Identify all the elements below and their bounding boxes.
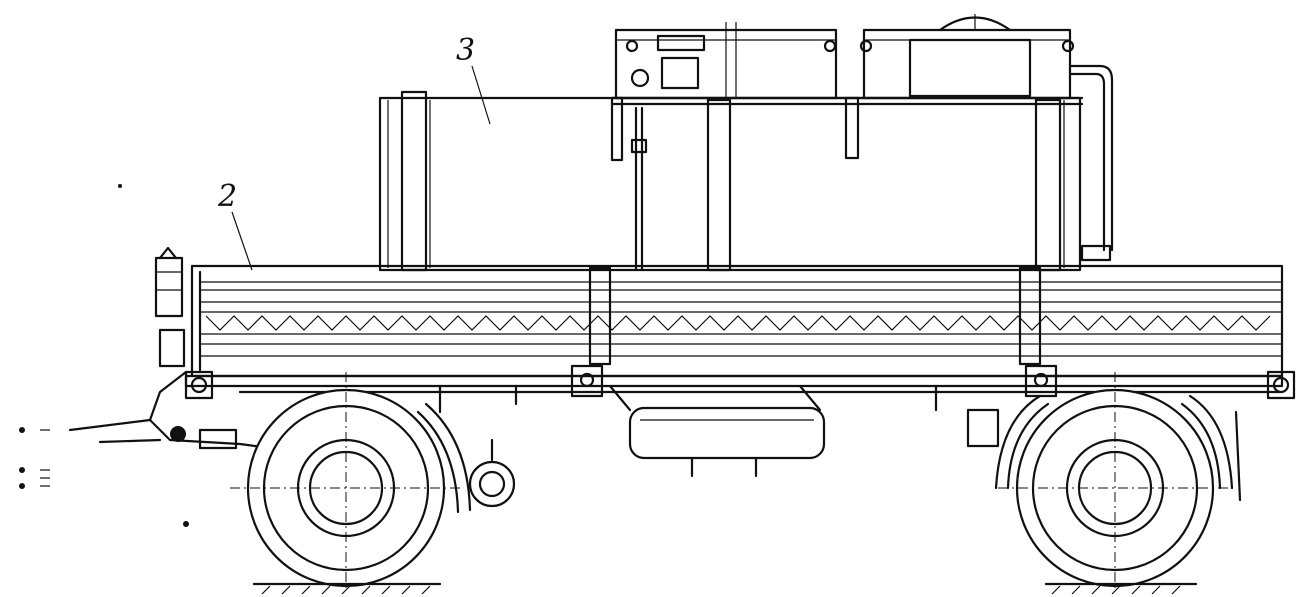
front-wheel <box>230 372 516 590</box>
callout-3: 3 <box>456 33 491 125</box>
callout-2: 2 <box>217 179 253 271</box>
tank <box>378 90 1082 272</box>
under-tank <box>608 384 826 478</box>
front-lights <box>154 246 186 368</box>
drawbar <box>19 184 302 527</box>
callout-label-2: 2 <box>217 179 237 214</box>
ground-rear <box>1044 582 1198 595</box>
cargo-body <box>184 264 1296 414</box>
ground-front <box>252 582 442 595</box>
rear-wheel <box>966 372 1242 590</box>
body-zigzag <box>205 315 1271 331</box>
top-platform <box>610 14 1114 262</box>
callout-label-3: 3 <box>456 33 475 68</box>
